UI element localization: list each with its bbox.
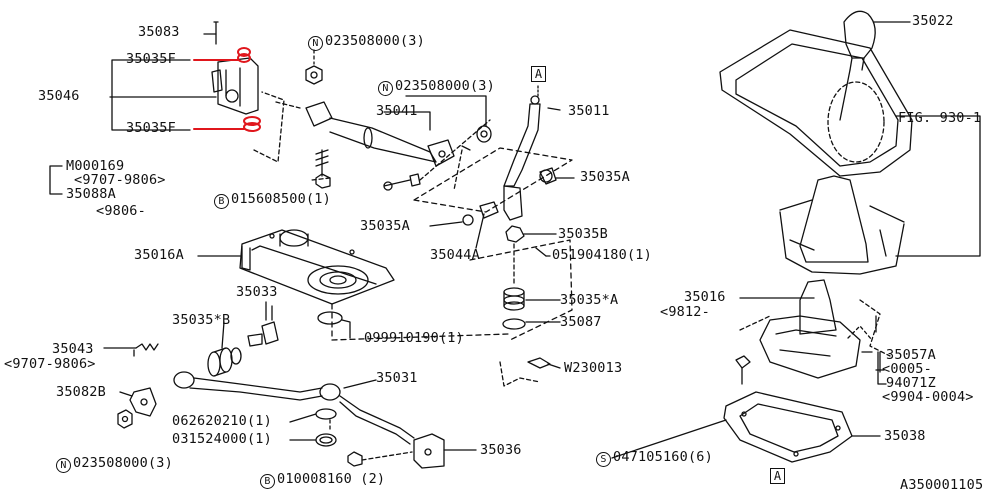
ref-box-A-bottom: A bbox=[770, 468, 785, 484]
label-m000169: M000169 bbox=[66, 158, 125, 174]
ref-box-A-top: A bbox=[531, 66, 546, 82]
bushing-35035B bbox=[505, 225, 525, 243]
label-range-0005: <0005- bbox=[882, 361, 932, 377]
bolt-010008160 bbox=[347, 451, 413, 467]
label-35087: 35087 bbox=[560, 314, 602, 330]
label-35046: 35046 bbox=[38, 88, 80, 104]
bolt-m000169 bbox=[315, 149, 331, 189]
n-marker: N bbox=[56, 458, 71, 473]
spring-35043 bbox=[135, 343, 159, 351]
label-031524000: 031524000(1) bbox=[172, 431, 272, 447]
label-35035A-left: 35035A bbox=[360, 218, 410, 234]
label-35031: 35031 bbox=[376, 370, 418, 386]
fig-bracket bbox=[895, 115, 981, 257]
boot-35035starA bbox=[503, 287, 525, 311]
b-marker: B bbox=[214, 194, 229, 209]
frame-35038 bbox=[723, 391, 853, 463]
ring-35087 bbox=[502, 318, 526, 330]
n-marker: N bbox=[308, 36, 323, 51]
base-35016A bbox=[239, 229, 509, 341]
bolt-35083 bbox=[213, 21, 219, 45]
bushing-35035A-r bbox=[539, 167, 557, 185]
nut-bottom-left bbox=[117, 409, 133, 429]
label-35016: 35016 bbox=[684, 289, 726, 305]
label-94071Z: 94071Z bbox=[886, 375, 936, 391]
label-35035A-right: 35035A bbox=[580, 169, 630, 185]
bushing-35035A-l bbox=[462, 201, 499, 226]
diagram-id: A350001105 bbox=[900, 477, 984, 490]
leader-lines bbox=[49, 21, 911, 459]
nut-top bbox=[305, 49, 323, 85]
label-35041: 35041 bbox=[376, 103, 418, 119]
label-35022: 35022 bbox=[912, 13, 954, 29]
label-35035starA: 35035*A bbox=[560, 292, 619, 308]
arm-35011 bbox=[503, 85, 541, 221]
label-35044A: 35044A bbox=[430, 247, 480, 263]
label-35043: 35043 bbox=[52, 341, 94, 357]
n-marker: N bbox=[378, 81, 393, 96]
lever-35031 bbox=[173, 371, 415, 445]
label-range-9707-9806-a: <9707-9806> bbox=[74, 172, 166, 188]
label-35083: 35083 bbox=[138, 24, 180, 40]
bolt-051904180 bbox=[535, 247, 547, 257]
boot-fig930 bbox=[779, 175, 905, 275]
label-range-9812: <9812- bbox=[660, 304, 710, 320]
label-35036: 35036 bbox=[480, 442, 522, 458]
label-35057A: 35057A bbox=[886, 347, 936, 363]
label-35033: 35033 bbox=[236, 284, 278, 300]
label-35088A: 35088A bbox=[66, 186, 116, 202]
bracket-35046-drawing bbox=[211, 57, 259, 115]
boot-35016 bbox=[759, 279, 861, 379]
collar bbox=[476, 125, 492, 143]
bracket-35036 bbox=[413, 433, 445, 469]
spool-35035starB bbox=[207, 347, 242, 377]
label-35035F-bottom: 35035F bbox=[126, 120, 176, 136]
label-fig-930-1: FIG. 930-1 bbox=[898, 110, 982, 126]
label-range-9806: <9806- bbox=[96, 203, 146, 219]
label-w230013: W230013 bbox=[564, 360, 623, 376]
label-35082B: 35082B bbox=[56, 384, 106, 400]
label-range-9707-9806-b: <9707-9806> bbox=[4, 356, 96, 372]
b-marker: B bbox=[260, 474, 275, 489]
label-35011: 35011 bbox=[568, 103, 610, 119]
label-35038: 35038 bbox=[884, 428, 926, 444]
label-35035F-top: 35035F bbox=[126, 51, 176, 67]
knob-35022 bbox=[839, 10, 876, 121]
label-051904180: 051904180(1) bbox=[552, 247, 652, 263]
bushing-35035F-highlight bbox=[193, 47, 261, 132]
label-35016A: 35016A bbox=[134, 247, 184, 263]
plate-35082B bbox=[129, 387, 157, 417]
s-marker: S bbox=[596, 452, 611, 467]
console-trim bbox=[719, 29, 913, 177]
rod-35041 bbox=[275, 101, 471, 191]
label-099910190: 099910190(1) bbox=[364, 330, 464, 346]
screw-047105160 bbox=[735, 355, 751, 385]
label-35035starB: 35035*B bbox=[172, 312, 231, 328]
label-062620210: 062620210(1) bbox=[172, 413, 272, 429]
clip-35033 bbox=[247, 305, 279, 347]
bolt-015608500 bbox=[383, 173, 421, 191]
label-35035B: 35035B bbox=[558, 226, 608, 242]
label-range-9904-0004: <9904-0004> bbox=[882, 389, 974, 405]
